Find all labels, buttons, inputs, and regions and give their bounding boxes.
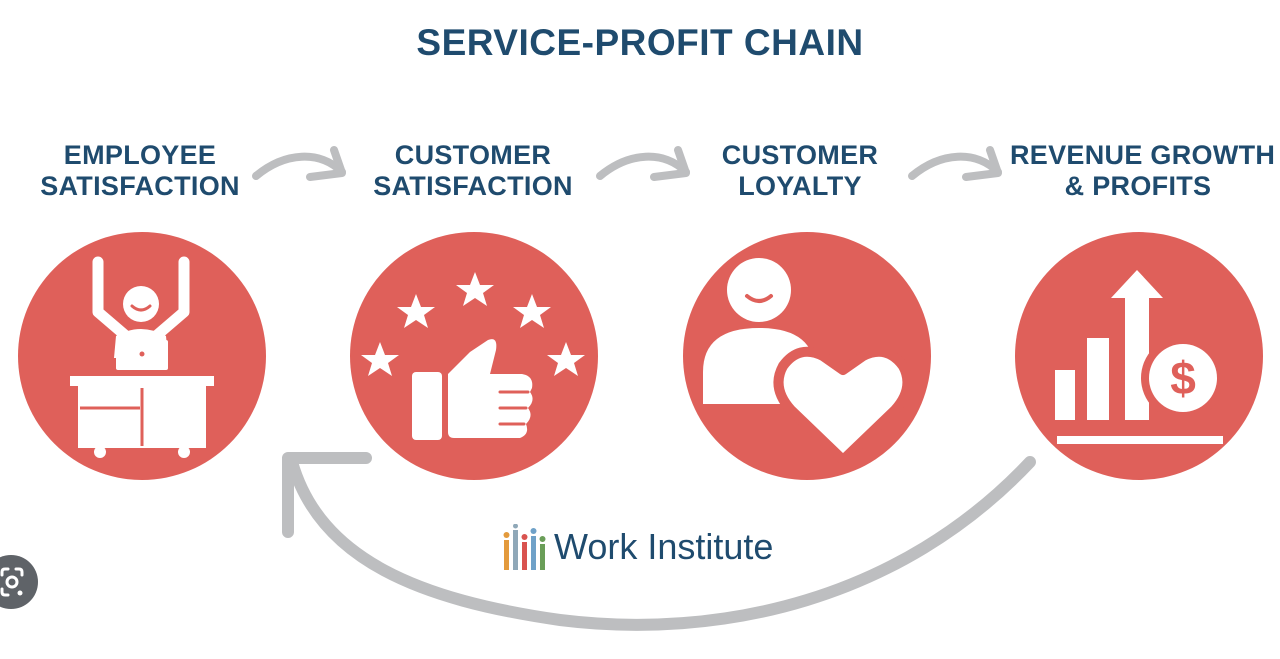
step-label-line1: CUSTOMER (394, 140, 552, 170)
step-label-line2: SATISFACTION (373, 171, 573, 201)
step-label-employee-satisfaction: EMPLOYEE SATISFACTION (20, 140, 260, 202)
arrow-1-head (306, 146, 346, 181)
step-label-line1: CUSTOMER (721, 140, 879, 170)
step-circle-revenue-growth: $ (1015, 232, 1263, 480)
star-icon (513, 294, 551, 328)
arrow-2-head (650, 146, 690, 181)
work-institute-logo: Work Institute (502, 522, 773, 572)
star-icon (547, 342, 585, 376)
employee-at-desk-icon (70, 256, 214, 458)
visual-search-button[interactable] (0, 555, 38, 609)
step-label-customer-loyalty: CUSTOMER LOYALTY (680, 140, 920, 202)
step-label-line2: LOYALTY (738, 171, 862, 201)
bar-chart-logo-icon (503, 524, 546, 570)
growth-chart-dollar-icon: $ (1055, 270, 1225, 444)
step-circle-customer-loyalty (683, 232, 931, 480)
svg-text:$: $ (1170, 352, 1196, 404)
diagram-title: SERVICE-PROFIT CHAIN (416, 22, 864, 63)
step-label-line2: & PROFITS (1064, 171, 1212, 201)
arrow-3-head (962, 146, 1002, 181)
step-label-line2: SATISFACTION (40, 171, 240, 201)
star-icon (361, 342, 399, 376)
arrow-1-icon (252, 152, 346, 180)
step-label-line1: REVENUE GROWTH (1010, 140, 1276, 170)
person-heart-icon (703, 258, 913, 465)
lens-icon (0, 567, 24, 597)
step-label-customer-satisfaction: CUSTOMER SATISFACTION (353, 140, 593, 202)
return-arrow-icon (286, 456, 1036, 631)
arrow-3-icon (908, 152, 1002, 180)
brand-name: Work Institute (554, 526, 774, 567)
step-circle-employee (18, 232, 266, 480)
thumbs-up-stars-icon (361, 272, 585, 440)
step-circle-customer-satisfaction (350, 232, 598, 480)
star-icon (397, 294, 435, 328)
return-arrow-head (282, 452, 372, 538)
step-label-line1: EMPLOYEE (63, 140, 217, 170)
star-icon (456, 272, 494, 306)
step-label-revenue-growth: REVENUE GROWTH & PROFITS (1010, 140, 1276, 202)
arrow-2-icon (596, 152, 690, 180)
